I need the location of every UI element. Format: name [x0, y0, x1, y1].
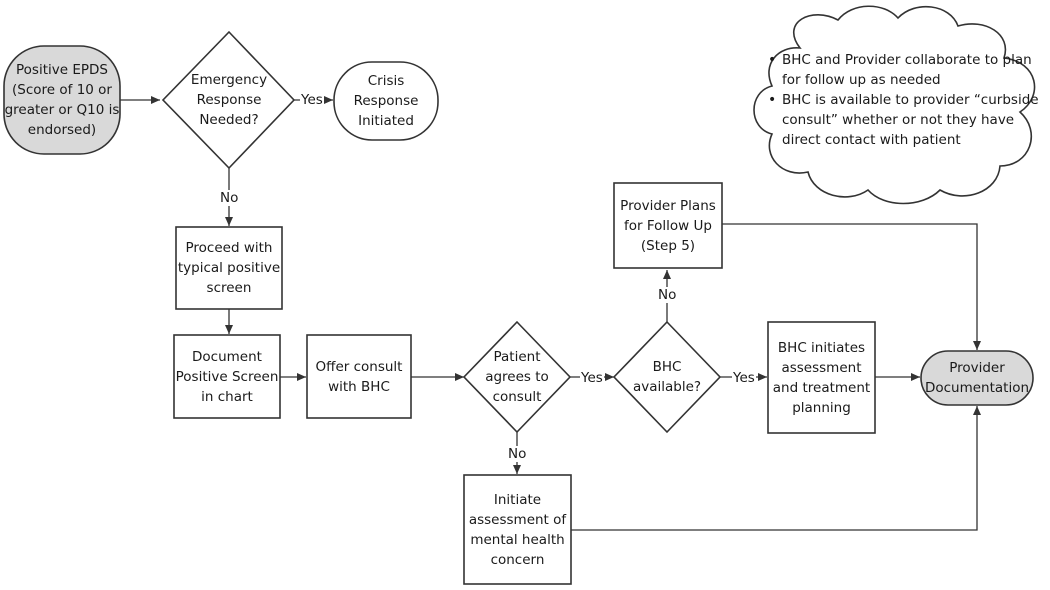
- process-proceed-typical: [175, 226, 283, 310]
- terminal-positive-epds: [3, 45, 121, 155]
- process-document-positive: [173, 334, 281, 419]
- cloud-note-item: BHC and Provider collaborate to plan for…: [768, 50, 1048, 90]
- decision-bhc-available: [612, 320, 722, 434]
- process-provider-plans: [613, 182, 723, 269]
- edge-label-bhc-no: No: [657, 287, 678, 303]
- decision-patient-agrees: [462, 320, 572, 434]
- terminal-crisis-response: [333, 61, 439, 141]
- edge-initiate-to-provider-doc: [571, 406, 981, 531]
- edge-label-emergency-yes: Yes: [300, 92, 324, 108]
- cloud-note-item: BHC is available to provider “curbside c…: [768, 90, 1048, 150]
- edge-label-bhc-yes: Yes: [732, 370, 756, 386]
- edge-label-emergency-no: No: [219, 190, 240, 206]
- process-offer-consult: [306, 334, 412, 419]
- edge-label-agrees-no: No: [507, 446, 528, 462]
- edge-plans-to-provider-doc: [722, 223, 981, 350]
- process-initiate-assessment: [463, 474, 572, 585]
- terminal-provider-documentation: [920, 350, 1034, 406]
- decision-emergency-response: [161, 30, 296, 170]
- cloud-note-list: BHC and Provider collaborate to plan for…: [768, 50, 1048, 150]
- process-bhc-initiates: [767, 321, 876, 434]
- edge-label-agrees-yes: Yes: [580, 370, 604, 386]
